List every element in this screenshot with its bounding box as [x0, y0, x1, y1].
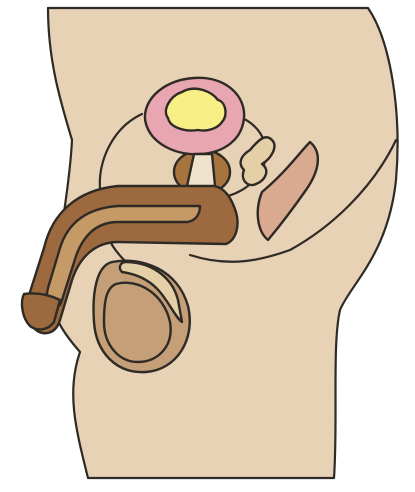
diagram-canvas: [0, 0, 415, 492]
anatomy-diagram: [0, 0, 415, 492]
